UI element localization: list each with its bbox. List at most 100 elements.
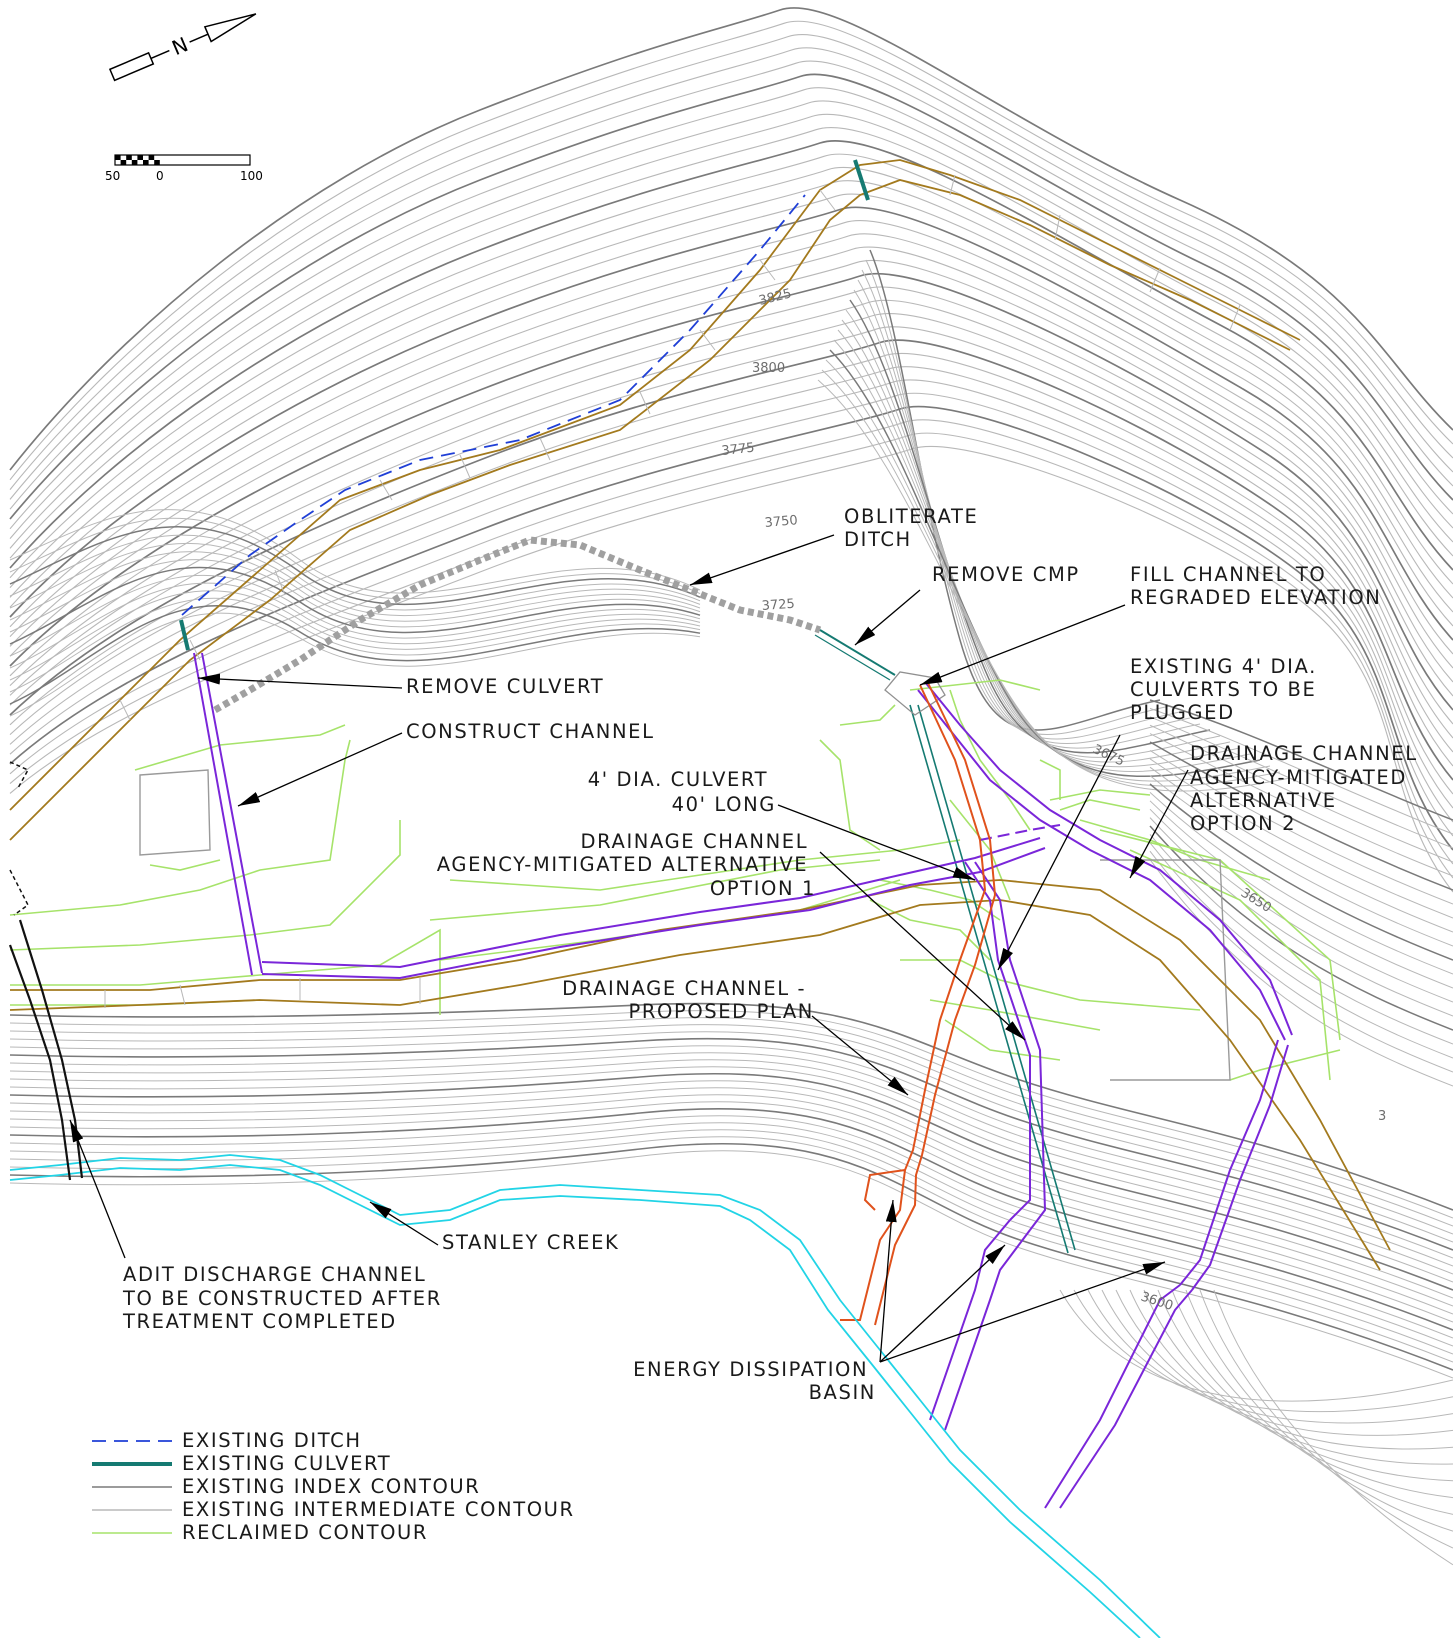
intermediate-contour [9, 1101, 1453, 1323]
intermediate-contour [9, 153, 1453, 585]
elevation-3775: 3775 [721, 441, 755, 459]
knob-contour [9, 604, 701, 705]
hillside-contour [1149, 733, 1453, 877]
callout-remove-culvert: REMOVE CULVERT [406, 675, 604, 698]
index-contour [9, 1002, 1453, 1211]
intermediate-contour [9, 166, 1453, 599]
intermediate-contour [9, 47, 1453, 500]
hillside-contour [1149, 699, 1453, 821]
ridge-contour [841, 319, 1231, 763]
knob-contour [9, 559, 701, 633]
index-contour [9, 1073, 1453, 1291]
knob-contour [9, 551, 701, 622]
hillside-contour [1149, 842, 1453, 1059]
intermediate-contour [9, 1031, 1453, 1243]
intermediate-contour [9, 419, 1453, 865]
ridge-contour [845, 309, 1221, 758]
intermediate-contour [1185, 1289, 1453, 1532]
intermediate-contour [9, 113, 1453, 549]
hillside-contour [1149, 850, 1453, 1073]
north-arrow-tail [108, 51, 155, 82]
stanley-creek [9, 1154, 1161, 1638]
leader-basin-b [879, 1244, 1006, 1363]
intermediate-contour [1171, 1289, 1453, 1515]
callout-stanley-creek: STANLEY CREEK [442, 1231, 619, 1254]
knob-contour [9, 574, 701, 657]
leader-option1 [819, 851, 1026, 1041]
intermediate-contour [9, 259, 1453, 697]
elevation-3800: 3800 [752, 361, 785, 376]
leader-basin-a [879, 1199, 897, 1363]
intermediate-contour [9, 60, 1453, 510]
scale-check-cell [154, 160, 160, 165]
road-station-tick [274, 569, 286, 596]
scale-check-cell [126, 155, 132, 160]
knob-contour [9, 566, 701, 645]
intermediate-contour [9, 246, 1453, 683]
legend-label: EXISTING INTERMEDIATE CONTOUR [182, 1498, 575, 1521]
leader-option2 [1129, 769, 1189, 879]
knob-contour [9, 597, 701, 693]
legend-item-existing-culvert: EXISTING CULVERT [92, 1452, 390, 1475]
intermediate-contour [1087, 1289, 1453, 1424]
leader-creek [369, 1201, 439, 1246]
hillside-contour [1149, 749, 1453, 905]
callout-existing-culverts: EXISTING 4' DIA. CULVERTS TO BE PLUGGED [1130, 655, 1325, 724]
intermediate-contour [1143, 1289, 1453, 1482]
leader-existing-culverts [997, 734, 1121, 971]
haul-road [9, 159, 1391, 1271]
existing-culverts [179, 159, 1076, 1254]
knob-contour [9, 590, 701, 681]
callout-adit-discharge: ADIT DISCHARGE CHANNEL TO BE CONSTRUCTED… [122, 1263, 450, 1333]
callout-proposed-plan: DRAINAGE CHANNEL - PROPOSED PLAN [562, 977, 814, 1023]
callout-fill-channel: FILL CHANNEL TO REGRADED ELEVATION [1130, 563, 1381, 609]
ridge-contour [817, 379, 1291, 792]
ridge-contour [865, 259, 1171, 735]
ridge-contour [849, 299, 1211, 754]
callout-obliterate-ditch: OBLITERATE DITCH [844, 505, 986, 551]
hillside-contour [1149, 716, 1453, 849]
intermediate-contour [9, 299, 1453, 739]
regrade-pad [884, 671, 946, 716]
callout-labels: OBLITERATE DITCH REMOVE CMP FILL CHANNEL… [122, 505, 1425, 1404]
legend-item-reclaimed-contour: RECLAIMED CONTOUR [92, 1521, 426, 1544]
intermediate-contour [9, 1066, 1453, 1283]
ridge-contour [869, 249, 1161, 731]
scale-check-cell [120, 160, 127, 165]
scale-tick-50: 50 [105, 169, 120, 183]
index-contour [9, 73, 1453, 520]
intermediate-contour [9, 1087, 1453, 1307]
intermediate-contour [9, 193, 1453, 627]
knob-contour [9, 582, 701, 669]
intermediate-contour [9, 1052, 1453, 1267]
hillside-contour [1149, 724, 1453, 863]
intermediate-contour [9, 220, 1453, 655]
intermediate-contour [9, 87, 1453, 530]
hillside-contour [1149, 825, 1453, 1031]
intermediate-contour [1101, 1289, 1453, 1436]
intermediate-contour [9, 100, 1453, 539]
intermediate-contour [9, 20, 1453, 481]
ridge-contour [853, 289, 1201, 749]
index-contour [9, 140, 1453, 571]
index-contour [9, 1142, 1453, 1371]
obliterate-ditch-path [213, 536, 822, 714]
north-arrow: N [108, 13, 257, 82]
elevation-3750: 3750 [764, 513, 798, 531]
callout-option2: DRAINAGE CHANNEL AGENCY-MITIGATED ALTERN… [1190, 742, 1425, 835]
intermediate-contour [1115, 1289, 1453, 1450]
intermediate-contour [1199, 1289, 1453, 1549]
leader-proposed [811, 1015, 909, 1096]
intermediate-contour [9, 1080, 1453, 1299]
road-station-tick [539, 437, 551, 461]
hillside-contour [1149, 766, 1453, 933]
road-station-tick [639, 391, 651, 415]
hillside-contour [1149, 817, 1453, 1017]
knob-contour [9, 534, 701, 611]
callout-energy-basin: ENERGY DISSIPATION BASIN [633, 1358, 876, 1404]
intermediate-contour [9, 1094, 1453, 1315]
intermediate-contour [9, 1010, 1453, 1219]
scale-tick-100: 100 [240, 169, 263, 183]
intermediate-contour [9, 34, 1453, 490]
